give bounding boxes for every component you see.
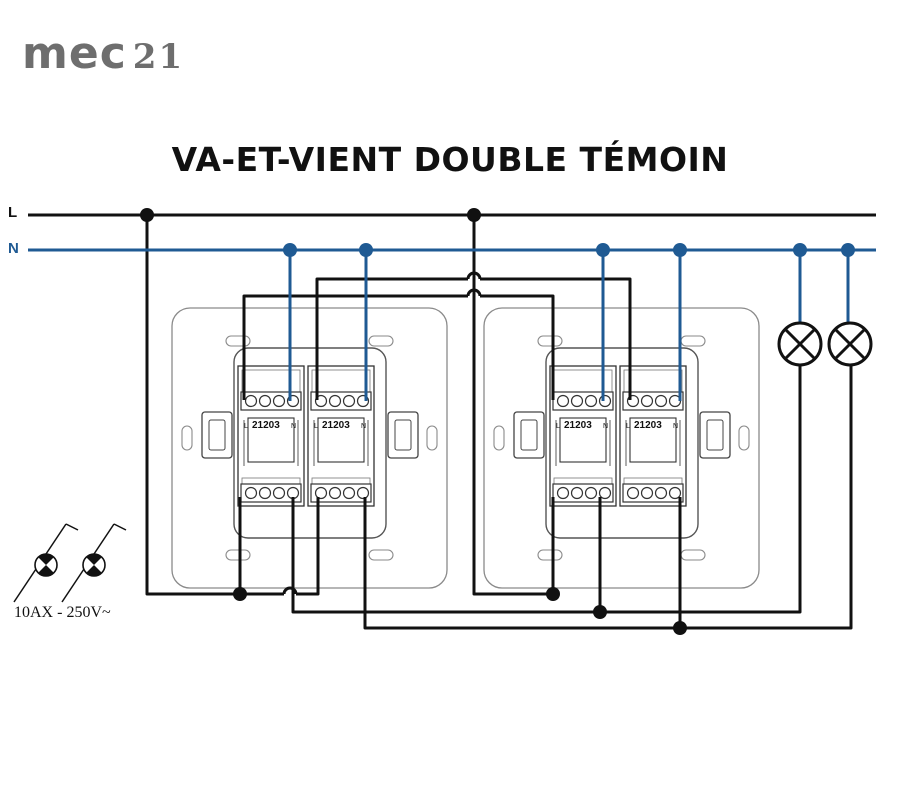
neutral-wiring — [28, 248, 876, 401]
module-2-l-label: L — [314, 423, 318, 430]
brand-series: 21 — [132, 37, 185, 77]
live-line-label: L — [8, 204, 18, 221]
module-labels: L 21203 N L 21203 N L 21203 N L 21203 N — [244, 420, 678, 431]
switch-module-3 — [549, 365, 617, 507]
switch-module-1 — [237, 365, 305, 507]
switch-symbol-icon — [13, 523, 79, 603]
neutral-line-label: N — [8, 240, 19, 257]
module-3-code: 21203 — [564, 420, 592, 431]
module-4-l-label: L — [626, 423, 630, 430]
diagram-title: VA-ET-VIENT DOUBLE TÉMOIN — [171, 140, 729, 179]
module-1-l-label: L — [244, 423, 248, 430]
module-4-n-label: N — [673, 423, 678, 430]
lamp-icon — [827, 321, 873, 367]
module-1-n-label: N — [291, 423, 296, 430]
live-junctions — [140, 208, 687, 635]
module-1-code: 21203 — [252, 420, 280, 431]
module-3-l-label: L — [556, 423, 560, 430]
brand-name: mec — [22, 28, 127, 79]
module-3-n-label: N — [603, 423, 608, 430]
module-2-n-label: N — [361, 423, 366, 430]
neutral-junctions — [283, 243, 855, 257]
module-2-code: 21203 — [322, 420, 350, 431]
switch-symbol-icon — [61, 523, 127, 603]
module-4-code: 21203 — [634, 420, 662, 431]
rating-label: 10AX - 250V~ — [14, 604, 111, 621]
lamp-icon — [777, 321, 823, 367]
